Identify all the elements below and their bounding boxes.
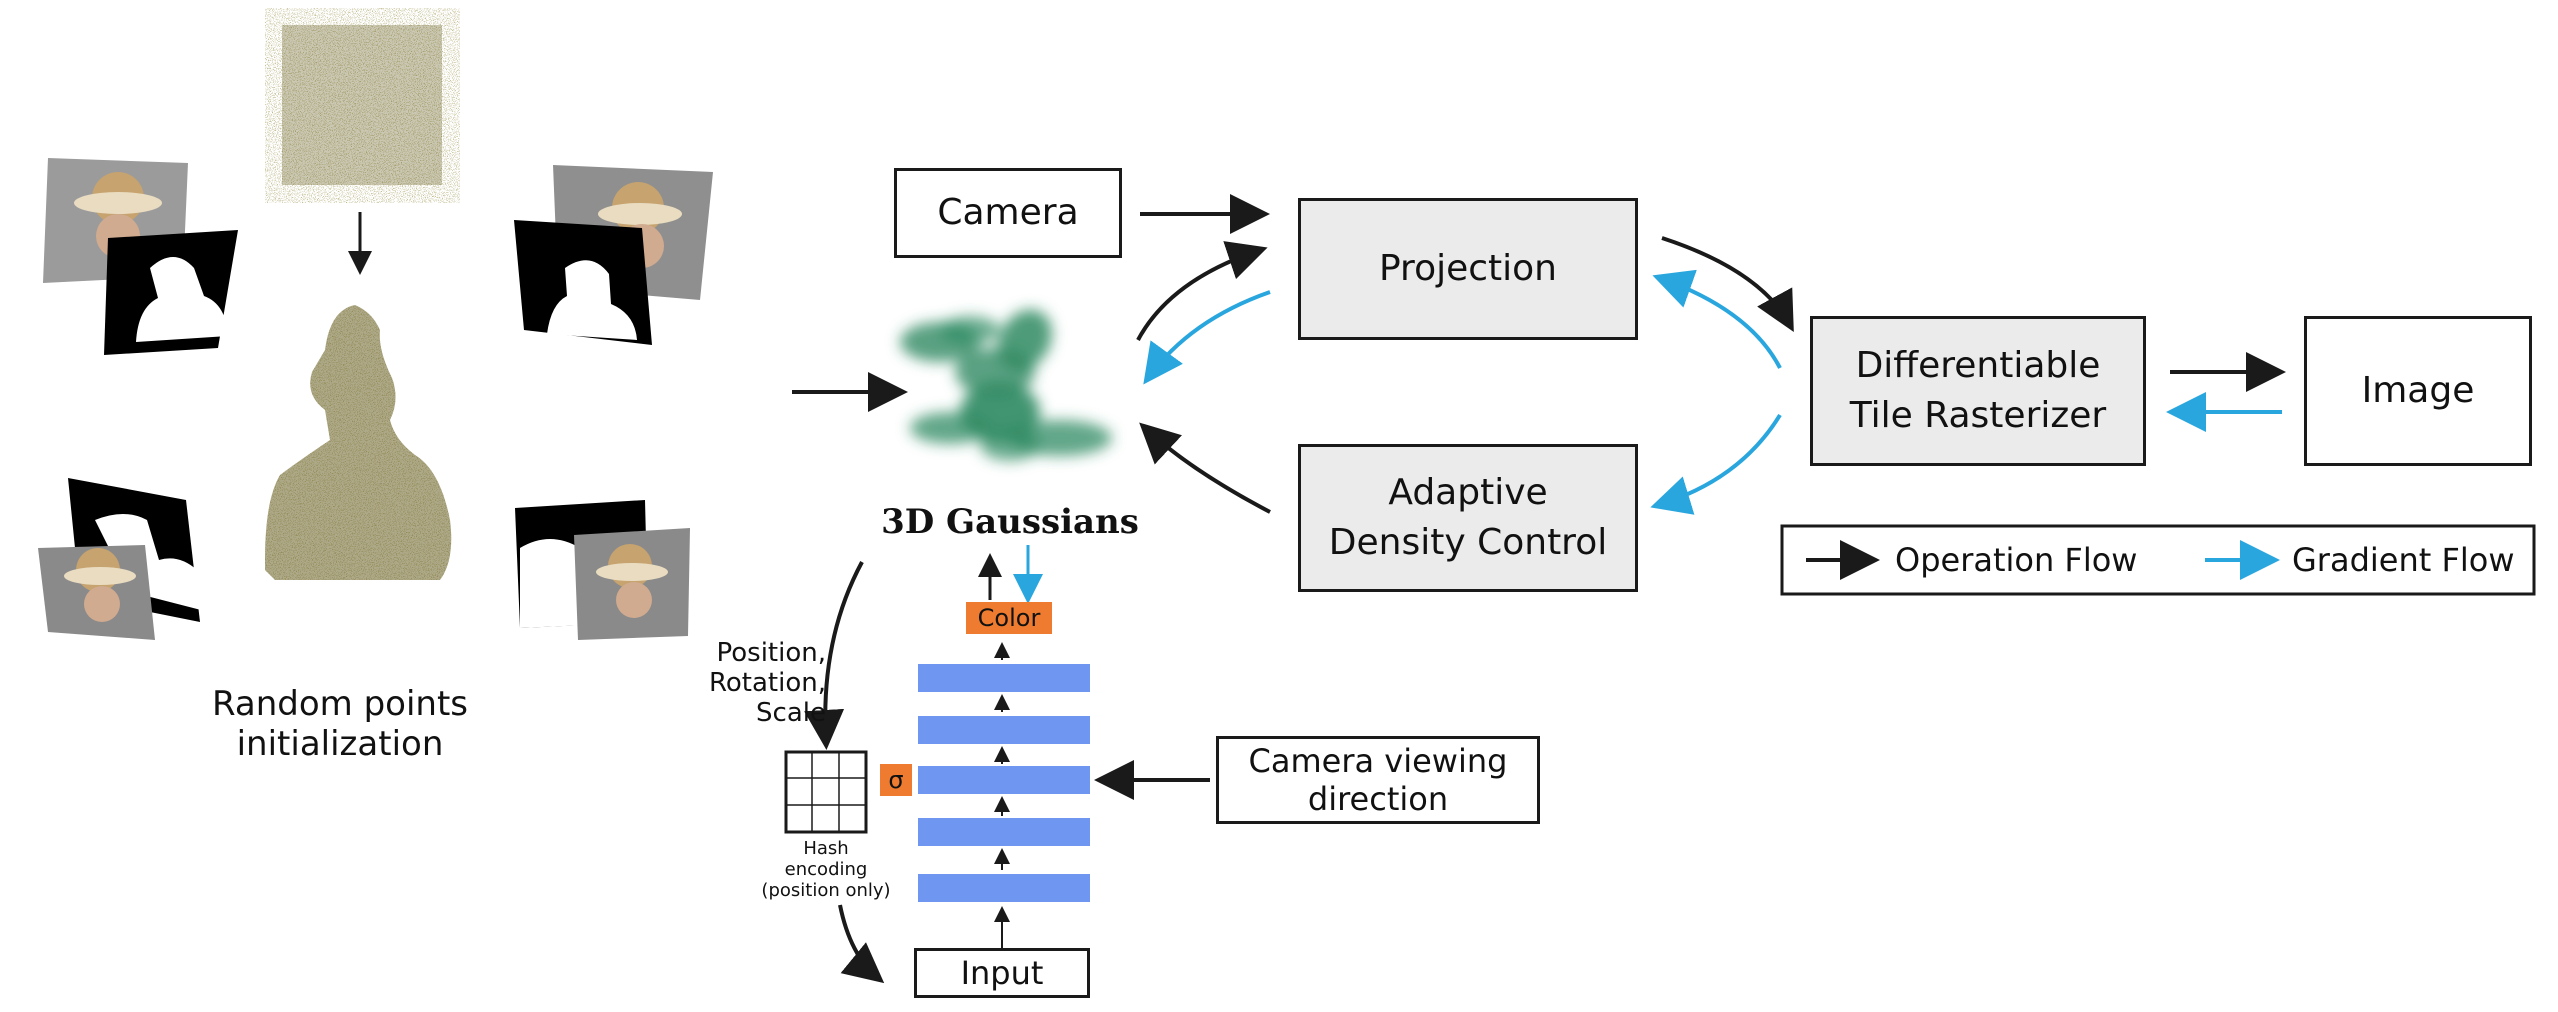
mlp-stack <box>918 642 1090 948</box>
gaussians-visual <box>900 309 1112 461</box>
legend-box <box>1780 524 2536 596</box>
mlp-layer <box>918 874 1090 902</box>
legend-operation-label: Operation Flow <box>1895 541 2138 579</box>
camera-box: Camera <box>894 168 1122 258</box>
density-line1: Adaptive <box>1388 472 1548 513</box>
gaussians-to-hash-arrow <box>804 561 864 750</box>
view-pair-bottom-right <box>515 500 690 640</box>
view-pair-bottom-left <box>38 478 201 640</box>
gaussians-to-projection-arrow <box>1136 241 1268 341</box>
gaussians-label: 3D Gaussians <box>881 502 1139 542</box>
density-to-gaussians-arrow <box>1139 422 1271 514</box>
color-tag: Color <box>966 602 1052 634</box>
projection-gradient-arrow <box>1143 290 1271 385</box>
rasterizer-line1: Differentiable <box>1855 345 2101 386</box>
density-control-box: Adaptive Density Control <box>1298 444 1638 592</box>
density-line2: Density Control <box>1328 522 1608 563</box>
projection-to-rasterizer-arrow <box>1661 236 1794 333</box>
hash-encoding-label: Hash encoding (position only) <box>746 838 906 901</box>
viewing-line2: direction <box>1307 780 1449 818</box>
params-line3: Scale <box>756 698 826 728</box>
mlp-layer <box>918 664 1090 692</box>
legend-gradient-label: Gradient Flow <box>2292 541 2515 579</box>
mlp-layer <box>918 818 1090 846</box>
init-caption-line2: initialization <box>236 724 444 764</box>
mlp-layer <box>918 716 1090 744</box>
view-pair-top-right <box>514 165 713 345</box>
viewing-direction-box: Camera viewing direction <box>1216 736 1540 824</box>
input-box: Input <box>914 948 1090 998</box>
params-line1: Position, <box>716 638 827 668</box>
params-label: Position, Rotation, Scale <box>676 638 826 728</box>
rasterizer-to-density-gradient <box>1650 413 1782 515</box>
view-pair-top-left <box>43 158 238 355</box>
mlp-layer <box>918 766 1090 794</box>
rasterizer-line2: Tile Rasterizer <box>1849 395 2107 436</box>
init-caption: Random points initialization <box>150 684 530 764</box>
rasterizer-box: Differentiable Tile Rasterizer <box>1810 316 2146 466</box>
image-box: Image <box>2304 316 2532 466</box>
init-caption-line1: Random points <box>212 684 468 724</box>
hash-line1: Hash <box>803 838 849 859</box>
params-line2: Rotation, <box>709 668 826 698</box>
projection-box: Projection <box>1298 198 1638 340</box>
random-point-cloud <box>265 8 460 203</box>
sigma-tag: σ <box>880 764 912 796</box>
rasterizer-to-projection-gradient <box>1652 269 1782 369</box>
hash-line3: (position only) <box>761 880 891 901</box>
viewing-line1: Camera viewing <box>1248 742 1508 780</box>
hash-line2: encoding <box>784 859 868 880</box>
point-cloud-bust <box>265 305 452 580</box>
hash-to-input-arrow <box>838 904 885 984</box>
hash-grid-icon <box>784 750 868 834</box>
